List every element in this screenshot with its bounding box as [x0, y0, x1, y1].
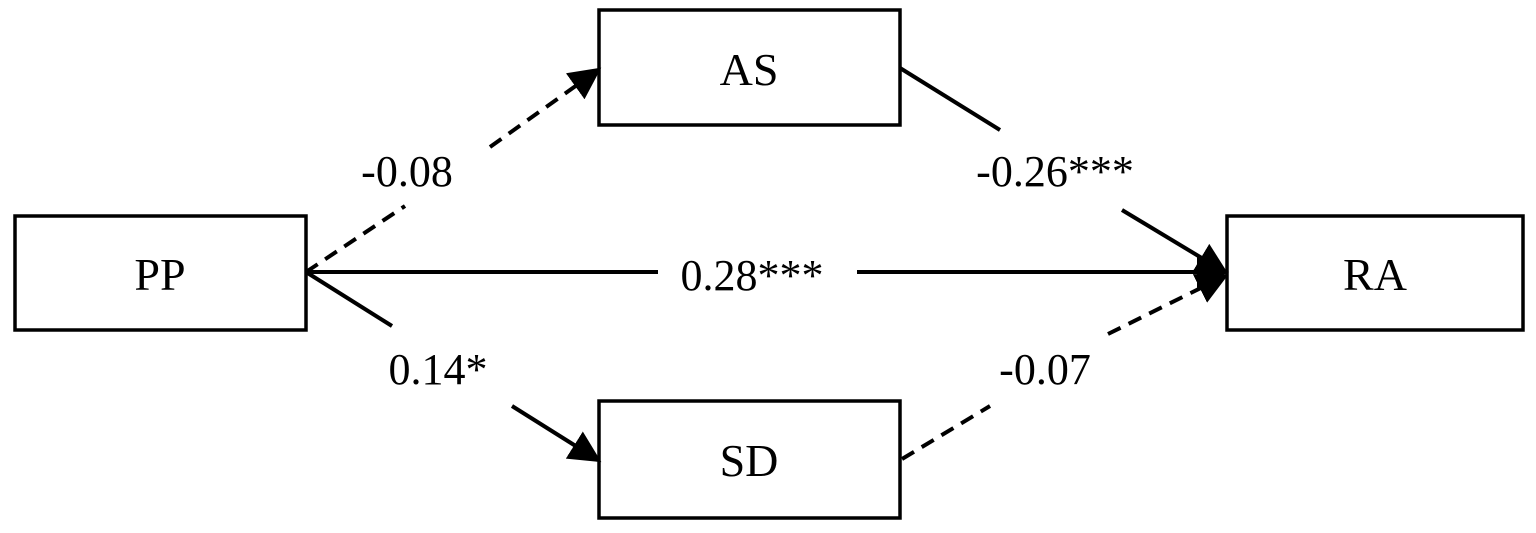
path-pp-as-line-lower: [304, 204, 407, 274]
path-as-ra-line-upper: [898, 66, 1002, 132]
path-pp-ra-coef: 0.28***: [681, 251, 824, 300]
node-pp: PP: [13, 214, 308, 332]
node-sd-box: [597, 399, 902, 520]
node-ra-box: [1225, 214, 1525, 332]
path-pp-sd-coef: 0.14*: [389, 345, 488, 394]
path-pp-as: -0.08: [304, 67, 602, 274]
node-ra: RA: [1225, 214, 1525, 332]
path-pp-as-coef: -0.08: [361, 147, 453, 196]
node-pp-label: PP: [134, 249, 185, 300]
path-sd-ra-line-lower: [900, 404, 992, 461]
path-pp-sd-line-upper: [304, 270, 394, 328]
node-sd: SD: [597, 399, 902, 520]
path-sd-ra: -0.07: [900, 274, 1229, 461]
node-ra-label: RA: [1343, 249, 1407, 300]
path-as-ra-line-lower: [1120, 208, 1229, 275]
node-as-box: [597, 8, 902, 127]
path-pp-sd: 0.14*: [304, 270, 602, 463]
path-sd-ra-line-upper: [1107, 274, 1229, 336]
path-as-ra: -0.26***: [898, 66, 1229, 275]
path-pp-sd-line-lower: [510, 404, 602, 463]
node-as: AS: [597, 8, 902, 127]
node-as-label: AS: [720, 44, 779, 95]
path-as-ra-coef: -0.26***: [976, 147, 1134, 196]
path-pp-ra: 0.28***: [306, 251, 1229, 300]
path-sd-ra-coef: -0.07: [999, 345, 1091, 394]
path-pp-as-line-upper: [488, 67, 602, 149]
node-sd-label: SD: [720, 435, 779, 486]
node-pp-box: [13, 214, 308, 332]
